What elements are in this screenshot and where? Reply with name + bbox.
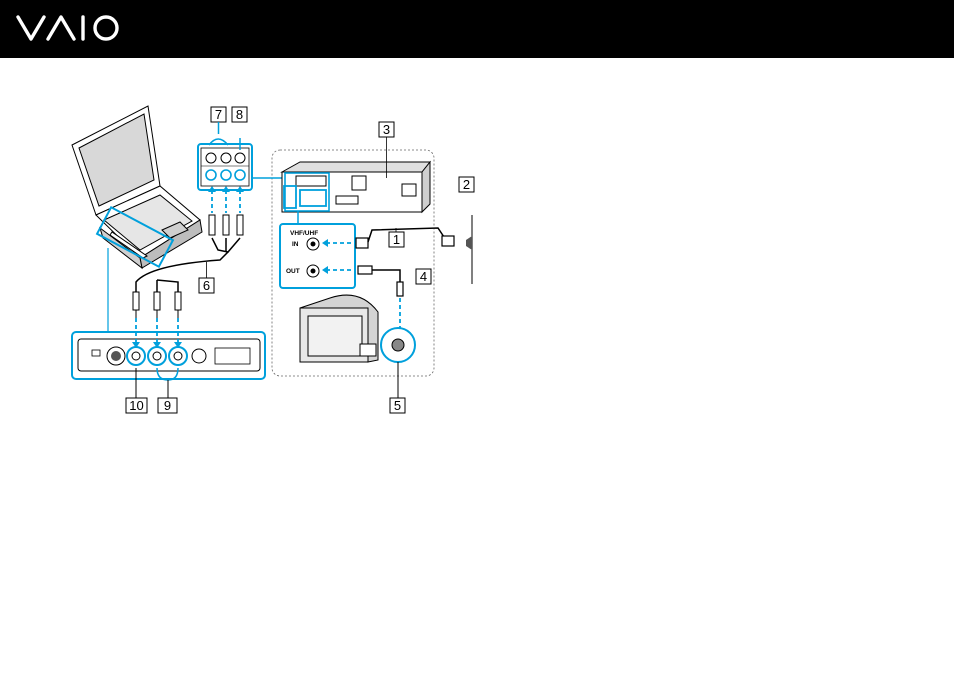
- svg-text:9: 9: [164, 398, 171, 413]
- callout-7: 7: [211, 107, 226, 122]
- callout-4: 4: [416, 269, 431, 284]
- svg-text:3: 3: [383, 122, 390, 137]
- coax-cable: [358, 266, 403, 296]
- vhf-uhf-panel: VHF/UHF IN OUT: [280, 224, 355, 288]
- svg-text:7: 7: [215, 107, 222, 122]
- tv-illustration: [300, 295, 378, 362]
- callout-2: 2: [459, 177, 474, 192]
- svg-text:6: 6: [203, 278, 210, 293]
- svg-text:8: 8: [236, 107, 243, 122]
- upper-dashed-arrows: [212, 190, 240, 213]
- callout-9: 9: [158, 398, 177, 413]
- callout-6: 6: [199, 278, 214, 293]
- svg-text:10: 10: [129, 398, 143, 413]
- svg-text:4: 4: [420, 269, 427, 284]
- svg-text:5: 5: [394, 398, 401, 413]
- vhf-uhf-label: VHF/UHF: [290, 230, 318, 237]
- svg-text:2: 2: [463, 177, 470, 192]
- upper-plugs: [209, 215, 243, 235]
- out-label: OUT: [286, 268, 300, 275]
- output-jack-panel: [198, 144, 252, 190]
- laptop-illustration: [72, 106, 202, 268]
- wall-antenna-outlet: [466, 215, 472, 284]
- svg-text:1: 1: [393, 232, 400, 247]
- callout-1: 1: [389, 232, 404, 247]
- in-label: IN: [292, 241, 299, 248]
- rf-cable: [356, 228, 454, 248]
- vcr-illustration: [282, 162, 430, 212]
- callout-3: 3: [379, 122, 394, 137]
- callout-5: 5: [390, 398, 405, 413]
- av-port-panel: [72, 332, 265, 379]
- callout-8: 8: [232, 107, 247, 122]
- callout-10: 10: [126, 398, 147, 413]
- lower-plugs: [133, 292, 181, 318]
